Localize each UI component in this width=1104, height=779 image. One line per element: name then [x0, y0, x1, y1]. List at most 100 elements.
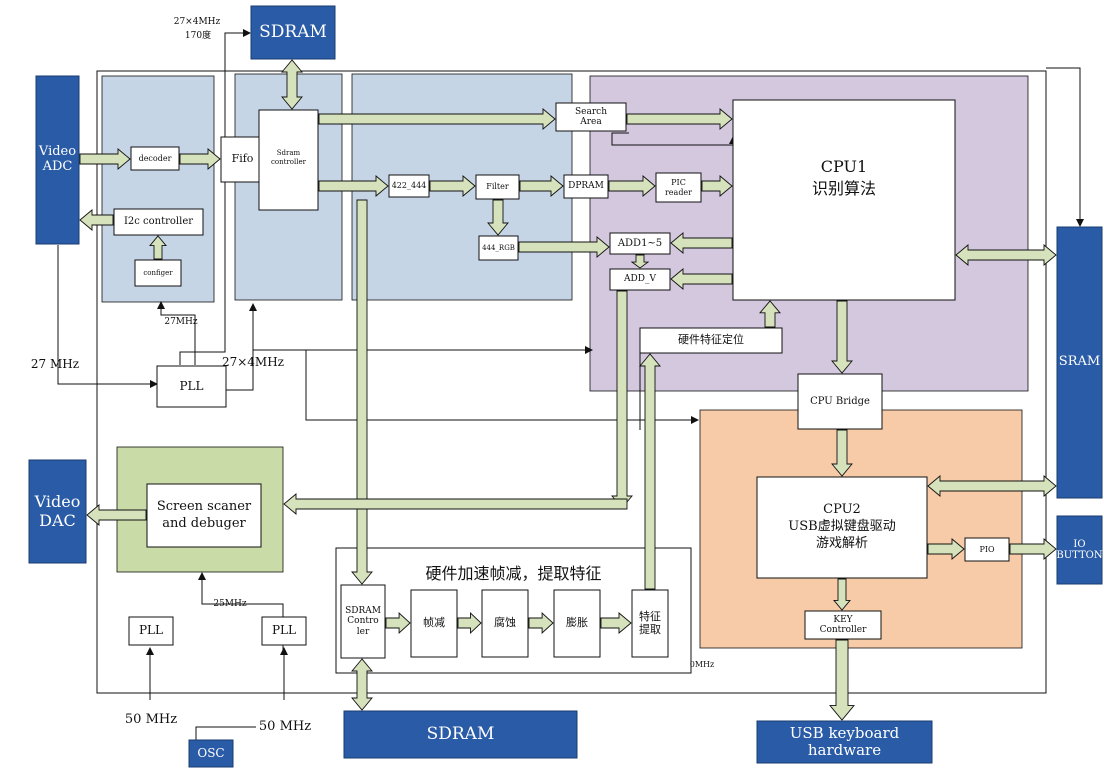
configer-label: configer — [143, 268, 173, 277]
arrow-dilate-feature — [600, 612, 632, 634]
pio-block — [964, 537, 1010, 562]
io-button-label: IO BUTTON — [1056, 538, 1103, 562]
io-button-block — [1056, 515, 1103, 585]
arrow-key-usb — [829, 639, 855, 721]
hw-feature-locate-block — [639, 327, 783, 354]
sdram-controller2-label: SDRAM Contro ler — [345, 605, 381, 637]
b444-rgb-label: 444_RGB — [482, 243, 515, 252]
arrow-add-addv — [630, 254, 650, 269]
decoder-block — [130, 146, 180, 171]
osc-block — [188, 739, 234, 768]
arrow-search-cpu1 — [626, 108, 733, 130]
filter-label: Filter — [486, 182, 509, 192]
feature-extract-label: 特征 提取 — [639, 609, 661, 636]
sdram-controller2-block — [340, 584, 386, 659]
cpu-bridge-block — [797, 373, 883, 430]
search-area-label: Search Area — [575, 106, 607, 127]
erode-block — [481, 589, 529, 658]
pll-main-block — [156, 365, 227, 408]
feature-extract-block — [631, 589, 669, 658]
sdram-controller-label: Sdram controller — [271, 149, 306, 166]
arrow-filter-444 — [487, 199, 509, 236]
pll-right-label: PLL — [271, 623, 296, 638]
arrow-cpu1-sram — [955, 244, 1057, 266]
i2c-controller-block — [113, 208, 204, 236]
arrow-configer-i2c — [149, 235, 167, 260]
pic-reader-label: PIC reader — [664, 178, 692, 197]
sdram-bottom-block — [343, 710, 578, 759]
video-adc-block — [35, 75, 80, 245]
internal-blocks — [113, 99, 1010, 659]
accel-title-label: 硬件加速帧减，提取特征 — [425, 563, 602, 583]
sram-label: SRAM — [1058, 354, 1101, 370]
arrow-cpu1-addv — [670, 268, 733, 290]
configer-block — [134, 259, 182, 287]
external-blocks — [28, 5, 1103, 768]
sdram-bottom-label: SDRAM — [426, 723, 495, 744]
pll-main-label: PLL — [179, 378, 204, 393]
video-dac-block — [28, 459, 87, 564]
sdram-controller-block — [258, 109, 319, 211]
sram-block — [1056, 226, 1103, 499]
dilate-label: 膨胀 — [566, 616, 588, 630]
add1-5-block — [609, 232, 671, 255]
clock-adc-27-label: 27 MHz — [30, 357, 80, 372]
arrow-framesub-erode — [457, 611, 482, 635]
arrow-cpu2-pio — [927, 538, 965, 560]
frame-sub-block — [410, 589, 458, 658]
arrow-i2c-adc — [79, 209, 114, 231]
arrow-sdram2-framesub — [385, 611, 411, 635]
erode-label: 腐蚀 — [494, 616, 516, 630]
usb-keyboard-block — [756, 720, 933, 764]
arrow-422-filter — [429, 175, 476, 197]
fifo-label: Fifo — [231, 152, 254, 166]
pll-left-label: PLL — [138, 623, 163, 638]
i2c-controller-label: I2c controller — [123, 216, 194, 228]
fpga-boundary — [96, 70, 1047, 694]
arrow-decoder-fifo — [179, 148, 221, 170]
filter-block — [475, 174, 520, 200]
arrow-erode-dilate — [528, 611, 554, 635]
clock-pll-27x4-label: 27×4MHz — [221, 355, 285, 370]
arrow-adc-decoder — [79, 148, 131, 170]
block-arrows — [79, 59, 1057, 721]
arrow-bridge-cpu2 — [831, 429, 853, 477]
osc-label: OSC — [197, 745, 225, 760]
screen-scaner-block — [146, 483, 262, 548]
search-area-block — [555, 102, 627, 132]
cpu2-block — [756, 476, 928, 579]
arrow-accel-sdram — [351, 658, 373, 711]
arrow-dpram-pic — [608, 175, 656, 197]
clock-mid-27-label: 27MHz — [164, 317, 198, 328]
arrow-screen-dac — [86, 504, 147, 526]
clock-top-170-label: 170度 — [184, 30, 212, 41]
frame-sub-label: 帧减 — [423, 616, 445, 630]
arrow-sdramctl-422 — [318, 175, 389, 197]
arrow-cpu2-sram — [927, 475, 1057, 497]
arrow-cpu1-bridge — [831, 300, 853, 374]
arrow-pic-cpu1 — [701, 175, 733, 197]
pll-left-block — [128, 616, 174, 646]
pic-reader-block — [655, 172, 702, 203]
cpu-bridge-label: CPU Bridge — [810, 395, 870, 407]
arrow-cpu2-key — [833, 578, 851, 611]
clock-osc-50-right-label: 50 MHz — [258, 718, 312, 734]
arrow-cpu1-add — [670, 232, 733, 254]
screen-scaner-label: Screen scaner and debuger — [156, 498, 252, 531]
clock-osc-50-left-label: 50 MHz — [124, 711, 178, 727]
pio-label: PIO — [979, 544, 995, 554]
b444-rgb-block — [478, 235, 519, 261]
b422-444-block — [388, 174, 430, 198]
arrow-filter-dpram — [519, 175, 564, 197]
pll-right-block — [261, 616, 307, 646]
arrow-pio-button — [1009, 538, 1057, 560]
arrow-locate-cpu1 — [759, 300, 781, 328]
cpu1-block — [732, 99, 956, 301]
key-controller-label: KEY Controller — [819, 614, 867, 635]
decoder-label: decoder — [138, 153, 172, 163]
clock-top-27x4-label: 27×4MHz — [173, 16, 221, 27]
dpram-label: DPRAM — [568, 181, 604, 192]
arrow-444-add — [518, 236, 610, 258]
